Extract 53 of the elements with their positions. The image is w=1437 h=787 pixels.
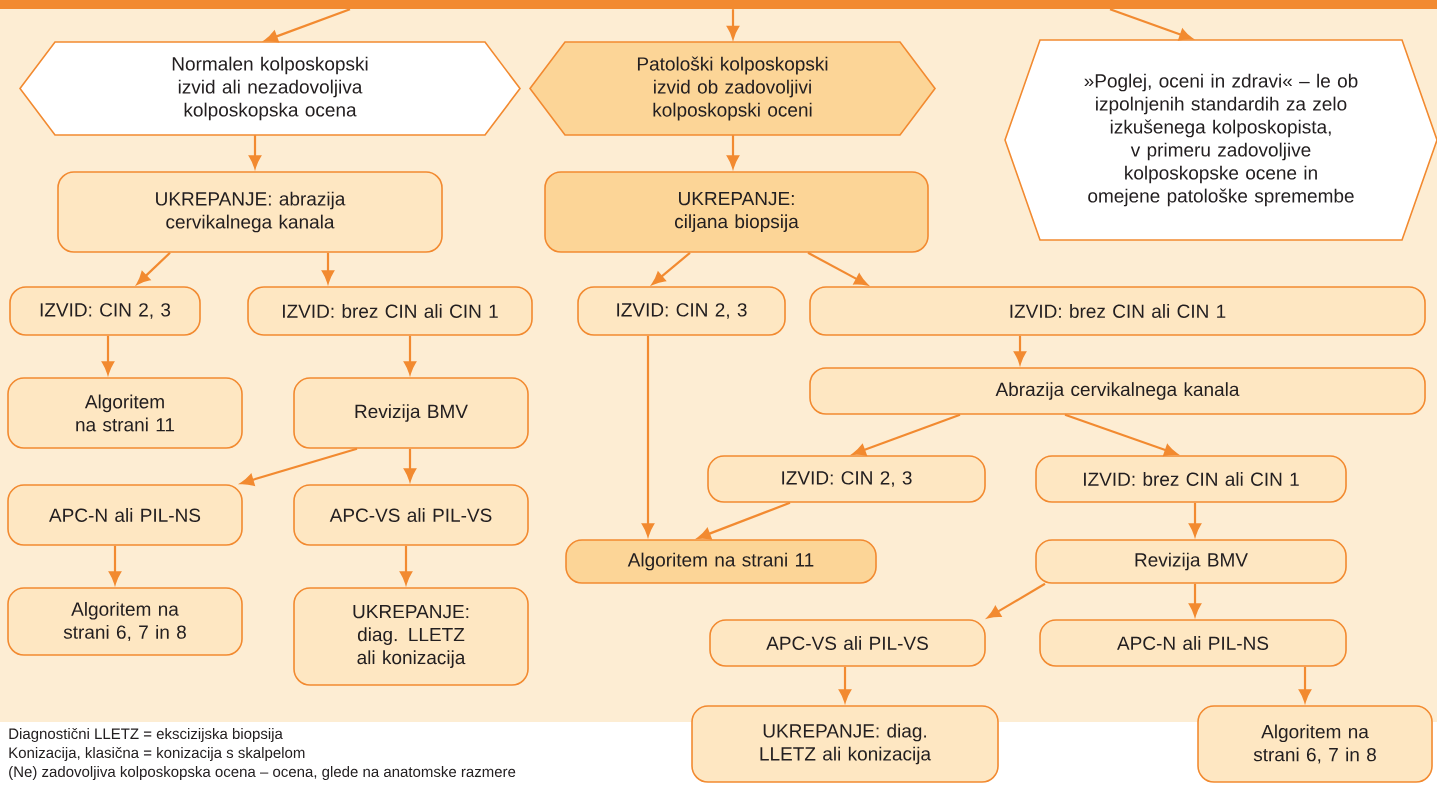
process-box: IZVID: brez CIN ali CIN 1 xyxy=(1035,455,1347,503)
process-box: Algoritem na strani 11 xyxy=(565,539,877,584)
process-box: APC-VS ali PIL-VS xyxy=(709,619,986,667)
process-box: IZVID: CIN 2, 3 xyxy=(9,286,201,336)
process-box: IZVID: brez CIN ali CIN 1 xyxy=(247,286,533,336)
arrow xyxy=(1109,8,1193,41)
process-box: UKREPANJE: diag. LLETZ ali konizacija xyxy=(691,705,999,783)
arrow xyxy=(264,8,351,43)
arrow xyxy=(987,582,1046,619)
note-text: Konizacija, klasična = konizacija s skalpelom xyxy=(9,747,305,761)
arrow xyxy=(109,545,121,585)
note-text: (Ne) zadovoljiva kolposkopska ocena – ocena, glede na anatomske razmere xyxy=(9,766,516,780)
process-box: UKREPANJE: abrazija cervikalnega kanala xyxy=(57,171,443,253)
banner-bar xyxy=(0,0,1437,9)
process-box: IZVID: CIN 2, 3 xyxy=(707,455,986,503)
hexagon-box: »Poglej, oceni in zdravi« – le ob izpolnjenih standardih za zelo izkušenega kolposkopista, v primeru zadovoljive kolposkopske ocene in omejene patološke spremembe xyxy=(1004,39,1437,241)
arrow xyxy=(852,413,961,456)
arrow xyxy=(651,251,691,285)
process-box: Algoritem na strani 6, 7 in 8 xyxy=(1197,705,1433,783)
process-box: Abrazija cervikalnega kanala xyxy=(809,367,1426,415)
process-box: Revizija BMV xyxy=(293,377,529,449)
arrow xyxy=(403,448,417,482)
arrow xyxy=(727,135,740,169)
process-box: IZVID: brez CIN ali CIN 1 xyxy=(809,286,1426,336)
arrow xyxy=(807,251,868,286)
arrow xyxy=(1189,502,1202,537)
hexagon-box: Patološki kolposkopski izvid ob zadovoljivi kolposkopski oceni xyxy=(529,41,936,136)
process-box: APC-N ali PIL-NS xyxy=(7,484,243,546)
note-text: Diagnostični LLETZ = ekscizijska biopsija xyxy=(9,728,283,742)
arrow xyxy=(136,252,171,285)
arrow xyxy=(1189,583,1202,617)
process-box: Algoritem na strani 6, 7 in 8 xyxy=(7,587,243,656)
process-box: APC-VS ali PIL-VS xyxy=(293,484,529,546)
process-box: APC-N ali PIL-NS xyxy=(1039,619,1347,667)
arrow xyxy=(102,335,114,375)
process-box: UKREPANJE: ciljana biopsija xyxy=(544,171,929,253)
arrow xyxy=(249,135,262,169)
arrow xyxy=(403,335,417,375)
process-box: IZVID: CIN 2, 3 xyxy=(577,286,786,336)
process-box: Revizija BMV xyxy=(1035,539,1347,584)
arrow xyxy=(240,447,358,486)
arrow xyxy=(697,501,791,540)
arrow xyxy=(1299,666,1312,703)
hexagon-box: Normalen kolposkopski izvid ali nezadovoljiva kolposkopska ocena xyxy=(19,41,521,136)
arrow xyxy=(727,9,740,39)
arrow xyxy=(1014,335,1027,365)
arrow xyxy=(839,666,852,703)
process-box: UKREPANJE: diag. LLETZ ali konizacija xyxy=(293,587,529,686)
arrow xyxy=(400,545,413,585)
arrow xyxy=(1064,413,1178,456)
arrow xyxy=(642,335,655,537)
arrow xyxy=(321,252,335,284)
process-box: Algoritem na strani 11 xyxy=(7,377,243,449)
